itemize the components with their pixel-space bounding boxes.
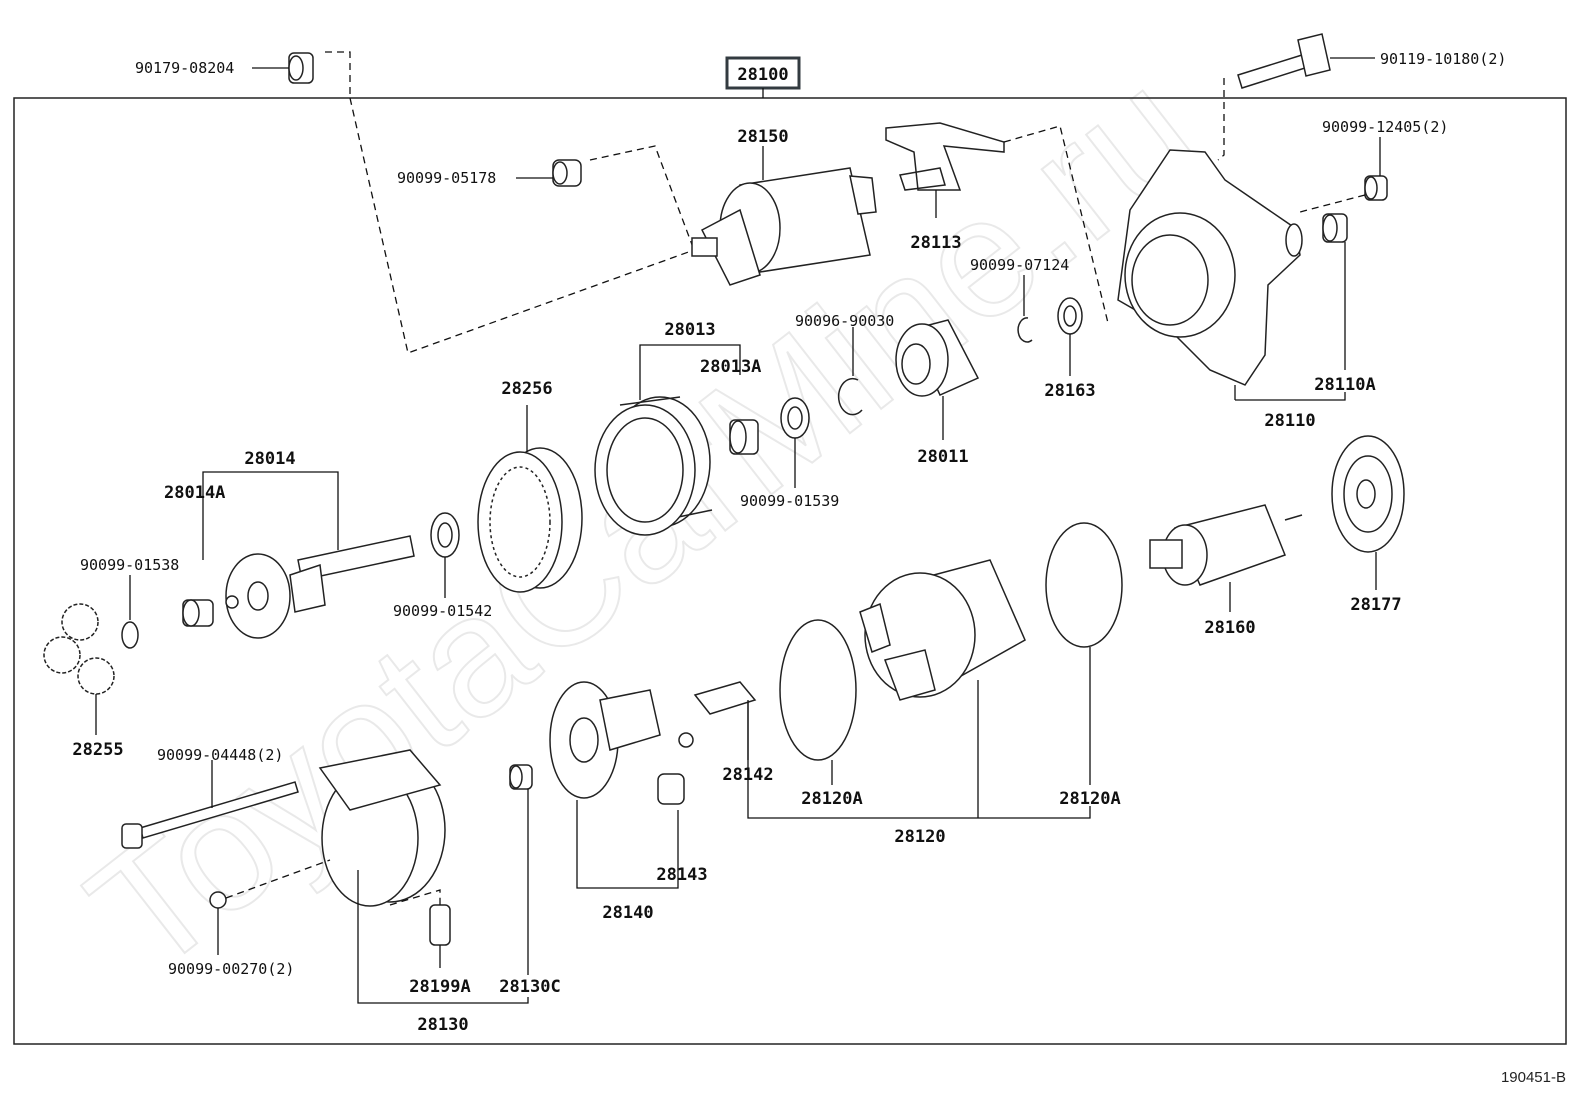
figure-reference: 190451-B (1501, 1069, 1566, 1086)
part-28150-solenoid: 28150 (691, 127, 877, 286)
label-90099-04448: 90099-04448(2) (157, 746, 283, 764)
part-28177-plate: 28177 (1331, 435, 1405, 615)
label-28130C: 28130C (499, 977, 560, 997)
part-28140-brush-holder: 28140 (549, 681, 694, 923)
assembly-frame (13, 97, 1567, 1045)
label-28110A: 28110A (1314, 375, 1375, 395)
part-28013-clutch-housing: 28013 (594, 320, 741, 536)
label-28160: 28160 (1204, 618, 1255, 638)
part-28011-clutch: 28011 (895, 319, 980, 467)
part-28014A-bushing (182, 599, 214, 627)
label-28142: 28142 (722, 765, 773, 785)
part-28120-yoke (859, 559, 1026, 818)
part-90099-12405: 90099-12405(2) (1299, 118, 1448, 213)
label-90119-10180: 90119-10180(2) (1380, 50, 1506, 68)
part-90119-10180: 90119-10180(2) (1217, 33, 1506, 161)
label-28120A-rear: 28120A (1059, 789, 1120, 809)
label-28113: 28113 (910, 233, 961, 253)
label-90099-01542: 90099-01542 (393, 602, 492, 620)
label-90099-00270: 90099-00270(2) (168, 960, 294, 978)
part-28130-end-frame: 28130 (318, 749, 529, 1035)
label-90096-90030: 90096-90030 (795, 312, 894, 330)
part-28110A-bushing: 28110A (1314, 213, 1376, 395)
part-28120A-ring-front: 28120A (779, 619, 863, 809)
part-90096-90030: 90096-90030 (795, 312, 894, 416)
label-90099-05178: 90099-05178 (397, 169, 496, 187)
part-28113-lever: 28113 (885, 122, 1109, 324)
label-28110: 28110 (1264, 411, 1315, 431)
assembly-label: 28100 (737, 65, 788, 85)
label-28163: 28163 (1044, 381, 1095, 401)
part-28160-armature: 28160 (1149, 504, 1303, 638)
part-28163-ring: 28163 (1044, 297, 1096, 401)
label-90099-01539: 90099-01539 (740, 492, 839, 510)
part-28142-lead: 28142 (693, 681, 774, 785)
label-28014A: 28014A (164, 483, 225, 503)
part-90099-01539: 90099-01539 (740, 397, 839, 510)
part-90099-01542: 90099-01542 (393, 512, 492, 620)
part-90099-05178: 90099-05178 (397, 145, 695, 251)
label-28143: 28143 (656, 865, 707, 885)
label-28011: 28011 (917, 447, 968, 467)
label-28014: 28014 (244, 449, 295, 469)
label-28177: 28177 (1350, 595, 1401, 615)
label-90099-07124: 90099-07124 (970, 256, 1069, 274)
part-28110-housing: 28110 (1117, 149, 1346, 431)
part-28013A-bushing: 28013A (700, 357, 761, 455)
label-28013A: 28013A (700, 357, 761, 377)
part-28130C-bushing: 28130C (499, 764, 561, 997)
label-28256: 28256 (501, 379, 552, 399)
dashed-path-solenoid (349, 97, 695, 354)
part-90179-08204: 90179-08204 (135, 51, 351, 98)
part-28255-planet-gears: 28255 (43, 603, 124, 760)
label-28255: 28255 (72, 740, 123, 760)
part-90099-01538: 90099-01538 (80, 556, 179, 649)
group-28120: 28120 (747, 700, 1091, 847)
part-28256-internal-gear: 28256 (477, 379, 583, 593)
part-90099-04448: 90099-04448(2) (121, 746, 299, 849)
label-28120A-front: 28120A (801, 789, 862, 809)
part-90099-00270: 90099-00270(2) (168, 859, 331, 978)
label-90099-01538: 90099-01538 (80, 556, 179, 574)
label-28120: 28120 (894, 827, 945, 847)
part-28143-spring: 28143 (656, 773, 708, 885)
assembly-header: 28100 (725, 56, 801, 98)
label-28130: 28130 (417, 1015, 468, 1035)
label-90099-12405: 90099-12405(2) (1322, 118, 1448, 136)
label-28140: 28140 (602, 903, 653, 923)
label-28013: 28013 (664, 320, 715, 340)
part-28199A: 28199A (389, 889, 471, 997)
part-28120A-ring-rear: 28120A (1045, 522, 1123, 809)
label-28199A: 28199A (409, 977, 470, 997)
part-28014-planet-shaft: 28014 28014A (164, 449, 415, 639)
part-90099-07124: 90099-07124 (970, 256, 1069, 343)
label-90179-08204: 90179-08204 (135, 59, 234, 77)
label-28150: 28150 (737, 127, 788, 147)
